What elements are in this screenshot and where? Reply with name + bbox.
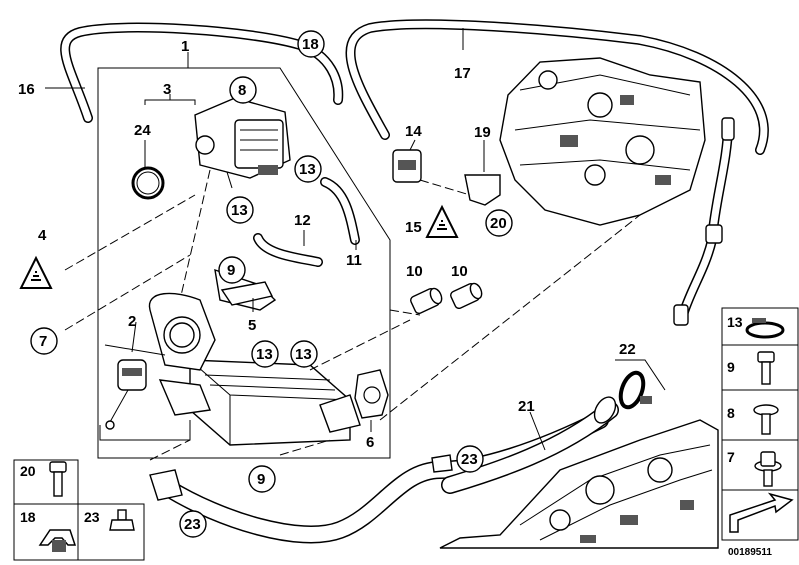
- callout-18: 18: [302, 36, 319, 53]
- bottom-panel-label-18: 18: [20, 509, 36, 525]
- callout-19: 19: [474, 124, 491, 141]
- callout-5: 5: [248, 317, 256, 334]
- callout-22: 22: [619, 341, 636, 358]
- callout-circle-7: [30, 327, 58, 355]
- callout-13c: 13: [256, 346, 273, 363]
- callout-circle-13b: [226, 196, 254, 224]
- callout-circle-9a: [218, 256, 246, 284]
- hose-clamp-icon: [745, 318, 785, 339]
- callout-circle-13c: [251, 340, 279, 368]
- side-panel-label-8: 8: [727, 405, 735, 421]
- vacuum-actuator-2: [105, 321, 147, 430]
- callout-circle-20: [485, 209, 513, 237]
- cylinder-head: [499, 57, 706, 226]
- callout-17: 17: [454, 65, 471, 82]
- callout-circle-8: [229, 76, 257, 104]
- group-1-outline: [97, 67, 391, 459]
- callout-23b: 23: [184, 516, 201, 533]
- callout-9b: 9: [257, 471, 265, 488]
- warning-triangle-icon-4: [19, 255, 53, 289]
- hex-bolt-small-icon: [49, 461, 67, 497]
- turbocharger: [439, 419, 719, 549]
- callout-6: 6: [366, 434, 374, 451]
- callout-14: 14: [405, 123, 422, 140]
- callout-24: 24: [134, 122, 151, 139]
- callout-1: 1: [181, 38, 189, 55]
- callout-circle-13a: [294, 155, 322, 183]
- bottom-panel: [13, 459, 145, 561]
- hex-bolt-icon: [757, 351, 775, 385]
- callout-13b: 13: [231, 202, 248, 219]
- callout-circle-13d: [290, 340, 318, 368]
- hose-clip-10b: [450, 282, 483, 310]
- callout-13a: 13: [299, 161, 316, 178]
- callout-15: 15: [405, 219, 422, 236]
- callout-8: 8: [238, 82, 246, 99]
- side-panel-label-7: 7: [727, 449, 735, 465]
- pressure-converter-14: [392, 139, 422, 183]
- arrow-indicator-icon: [729, 492, 794, 533]
- callout-20: 20: [490, 215, 507, 232]
- callout-13d: 13: [295, 346, 312, 363]
- callout-16: 16: [18, 81, 35, 98]
- egr-valve-3: [194, 97, 291, 189]
- callout-9a: 9: [227, 262, 235, 279]
- stud-nut-icon: [109, 509, 135, 531]
- gasket-6: [354, 369, 389, 419]
- hose-clip-small-icon: [38, 529, 77, 552]
- callout-12: 12: [294, 212, 311, 229]
- callout-circle-23b: [179, 510, 207, 538]
- callout-21: 21: [518, 398, 535, 415]
- diagram-code: 00189511: [728, 547, 772, 558]
- bracket-19: [464, 174, 501, 206]
- hose-clip-10a: [410, 287, 443, 315]
- warning-triangle-icon-15: [425, 204, 459, 238]
- callout-7: 7: [39, 333, 47, 350]
- side-panel-label-9: 9: [727, 359, 735, 375]
- callout-4: 4: [38, 227, 47, 244]
- callout-2: 2: [128, 313, 136, 330]
- bracket-5: [220, 281, 274, 306]
- callout-circle-18: [297, 30, 325, 58]
- bottom-panel-label-23: 23: [84, 509, 100, 525]
- callout-10b: 10: [451, 263, 468, 280]
- torx-bolt-icon: [753, 404, 779, 435]
- flange-bolt-icon: [754, 451, 782, 487]
- pipe-clamp-22: [618, 370, 652, 410]
- callout-circle-9b: [248, 465, 276, 493]
- callout-23a: 23: [461, 451, 478, 468]
- o-ring-24: [131, 166, 165, 200]
- callout-10a: 10: [406, 263, 423, 280]
- bottom-panel-label-20: 20: [20, 463, 36, 479]
- side-panel-label-13: 13: [727, 314, 743, 330]
- callout-11: 11: [346, 252, 362, 269]
- callout-3: 3: [163, 81, 171, 98]
- callout-circle-23a: [456, 445, 484, 473]
